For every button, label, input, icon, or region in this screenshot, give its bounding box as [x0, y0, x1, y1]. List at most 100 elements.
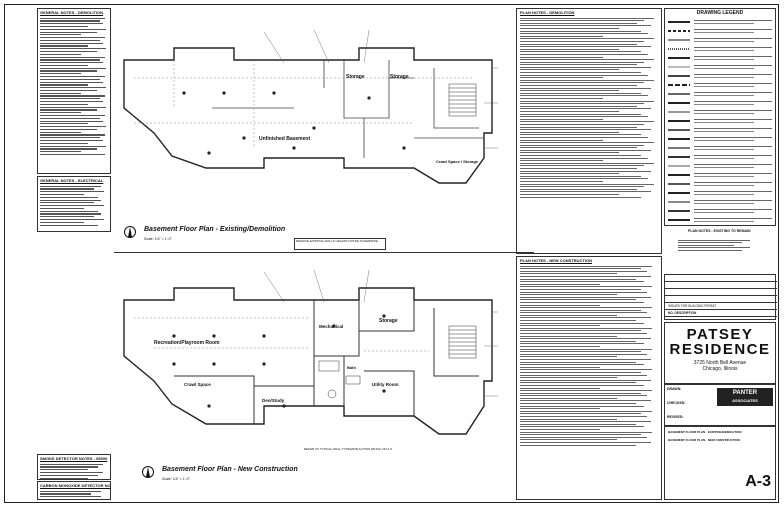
fine-print-line — [520, 61, 645, 63]
fine-print-line — [40, 126, 106, 128]
fine-print-line — [520, 113, 642, 115]
fine-print-line — [520, 379, 652, 381]
fine-print-line — [40, 25, 88, 28]
drawn-label: DRAWN: — [667, 387, 682, 391]
fine-print-line — [520, 105, 638, 107]
fine-print-line — [40, 213, 102, 215]
fine-print-line — [40, 48, 106, 50]
fine-print-line — [520, 87, 652, 89]
checked-label: CHECKED: — [667, 401, 686, 405]
fine-print-line — [520, 46, 652, 48]
fine-print-line — [520, 273, 617, 275]
fine-print-line — [40, 106, 106, 108]
demolition-plan-scale: Scale: 1/4" = 1'-0" — [144, 237, 172, 241]
fine-print-line — [520, 330, 642, 332]
fine-print-line — [520, 371, 642, 373]
fine-print-line — [520, 64, 638, 66]
fine-print-line — [520, 77, 603, 79]
fine-print-line — [520, 275, 652, 277]
fine-print-line — [520, 126, 638, 128]
fine-print-line — [520, 382, 636, 384]
legend-row — [668, 163, 774, 169]
legend-row — [668, 181, 774, 187]
fine-print-line — [40, 39, 100, 42]
drawing-legend-title: DRAWING LEGEND — [696, 10, 744, 16]
demolition-plan: Storage Storage Unfinished Basement Craw… — [114, 8, 534, 253]
revision-table: ISSUED FOR BUILDING PERMIT NO. DESCRIPTI… — [664, 274, 777, 320]
fine-print-line — [40, 87, 106, 89]
fine-print-line — [520, 20, 645, 22]
firm-name: PANTER — [732, 390, 758, 396]
drawing-sheet — [4, 4, 779, 503]
fine-print-line — [520, 322, 645, 324]
fine-print-line — [520, 416, 647, 418]
fine-print-line — [40, 463, 103, 465]
fine-print-line — [520, 30, 642, 32]
general-notes-demolition: GENERAL NOTES - DEMOLITION — [37, 8, 111, 174]
fine-print-line — [520, 118, 603, 120]
fine-print-line — [520, 281, 645, 283]
fine-print-line — [520, 312, 647, 314]
fine-print-line — [520, 56, 603, 58]
fine-print-line — [40, 89, 98, 92]
fine-print-line — [520, 22, 638, 24]
fine-print-line — [40, 221, 85, 223]
demo-room-storage-a: Storage — [346, 74, 365, 80]
co-detector-notes-title: CARBON MONOXIDE DETECTOR NOTES — [40, 483, 111, 488]
fine-print-line — [520, 307, 653, 309]
legend-row — [668, 109, 774, 115]
fine-print-line — [40, 145, 106, 147]
plan-notes-new-construction: PLAN NOTES - NEW CONSTRUCTION — [516, 256, 662, 500]
fine-print-line — [520, 170, 652, 172]
fine-print-line — [520, 72, 642, 74]
fine-print-line — [520, 188, 638, 190]
fine-print-line — [40, 151, 81, 153]
sheet-number: A-3 — [745, 473, 771, 490]
fine-print-line — [40, 53, 81, 55]
fine-print-line — [40, 50, 98, 53]
fine-print-line — [40, 117, 100, 119]
sheet-info-box: BASEMENT FLOOR PLAN - EXISTING/DEMOLITIO… — [664, 426, 776, 500]
project-address-line-1: 3725 North Bell Avenue — [693, 360, 747, 366]
fine-print-line — [520, 340, 636, 342]
existing-remain-title: PLAN NOTES - EXISTING TO REMAIN — [688, 229, 751, 233]
revision-row-permit: ISSUED FOR BUILDING PERMIT — [665, 303, 777, 310]
legend-row — [668, 100, 774, 106]
fine-print-line — [520, 136, 649, 138]
fine-print-line — [520, 291, 647, 293]
fine-print-line — [520, 434, 642, 436]
fine-print-line — [520, 327, 653, 329]
fine-print-line — [520, 283, 601, 285]
fine-print-line — [520, 320, 636, 322]
firm-name-2: ASSOCIATES — [732, 398, 758, 403]
fine-print-line — [520, 361, 636, 363]
fine-print-line — [520, 183, 654, 185]
fine-print-line — [520, 374, 647, 376]
legend-row — [668, 73, 774, 79]
fine-print-line — [520, 110, 620, 112]
fine-print-line — [678, 239, 750, 241]
fine-print-line — [520, 288, 642, 290]
fine-print-line — [520, 92, 642, 94]
fine-print-line — [520, 181, 603, 182]
fine-print-line — [520, 178, 649, 180]
fine-print-line — [520, 90, 620, 92]
fine-print-line — [520, 384, 645, 386]
fine-print-line — [520, 66, 652, 68]
fine-print-line — [520, 338, 652, 340]
fine-print-line — [40, 64, 88, 67]
fine-print-line — [520, 333, 647, 335]
fine-print-line — [520, 294, 617, 296]
fine-print-line — [520, 400, 652, 402]
fine-print-line — [520, 85, 638, 87]
fine-print-line — [40, 185, 102, 187]
fine-print-line — [40, 70, 98, 72]
fine-print-line — [40, 114, 105, 117]
fine-print-line — [520, 191, 652, 193]
fine-print-line — [520, 27, 620, 29]
fine-print-line — [520, 343, 645, 345]
fine-print-line — [520, 403, 636, 405]
fine-print-line — [520, 142, 654, 144]
revised-label: REVISED: — [667, 415, 684, 419]
fine-print-line — [520, 270, 647, 272]
